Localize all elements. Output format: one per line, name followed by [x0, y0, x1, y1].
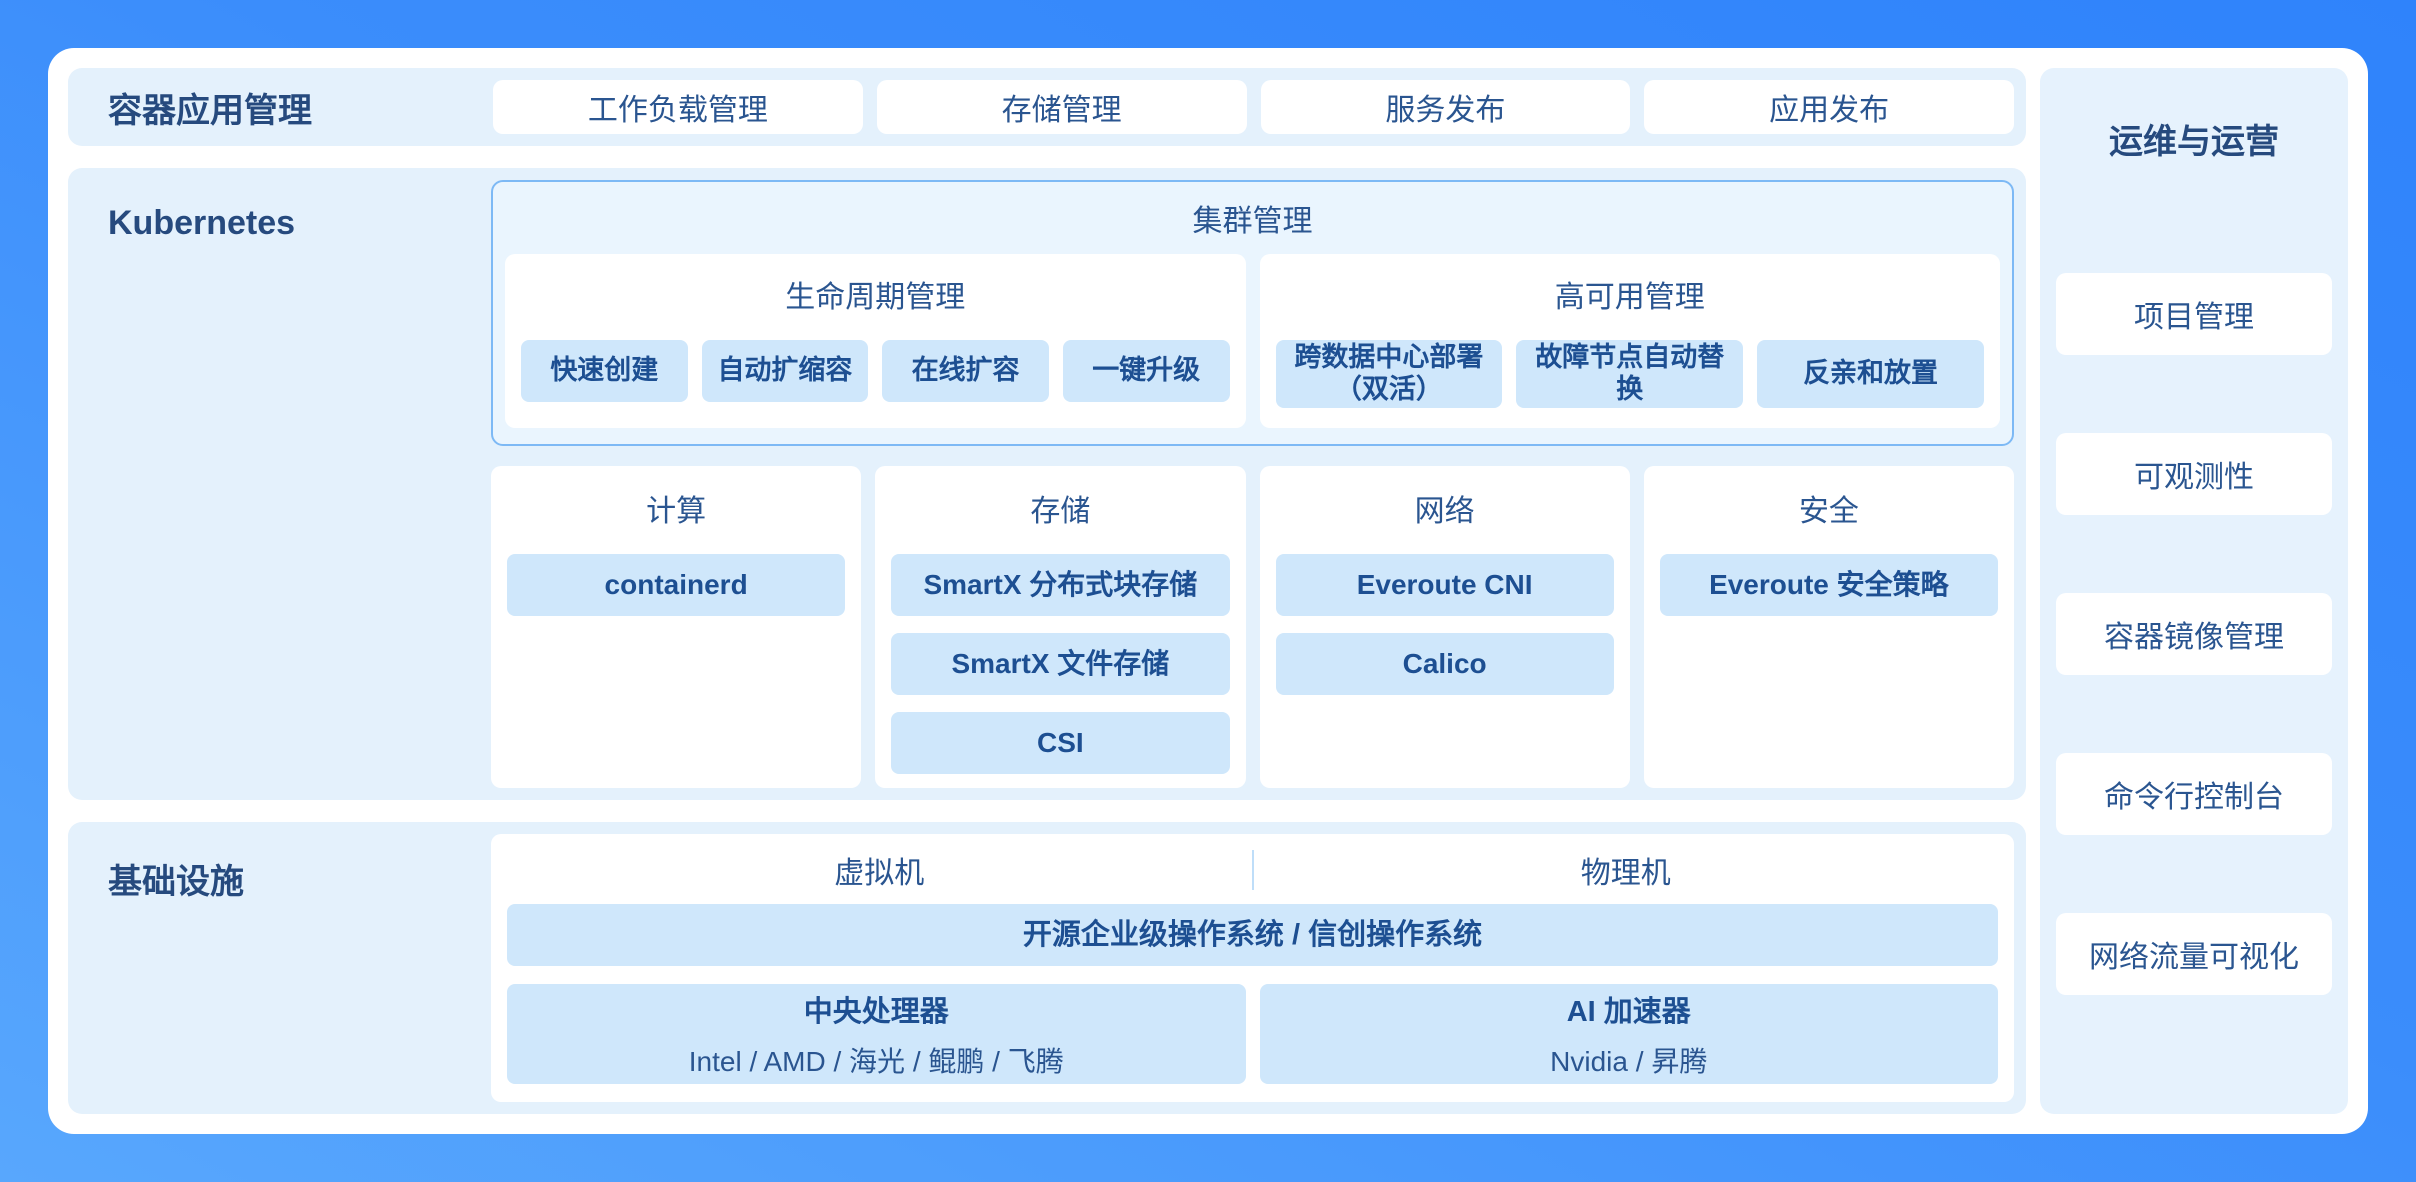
workload-management-box: 工作负载管理	[493, 80, 863, 135]
vm-label: 虚拟机	[834, 857, 925, 890]
chip-everoute-cni: Everoute CNI	[1275, 554, 1614, 616]
lifecycle-chip-row: 快速创建 自动扩缩容 在线扩容 一键升级	[521, 340, 1230, 403]
service-publish-box: 服务发布	[1260, 80, 1631, 135]
operations-title: 运维与运营	[2109, 123, 2279, 161]
cpu-chip: 中央处理器 Intel / AMD / 海光 / 鲲鹏 / 飞腾	[507, 984, 1246, 1084]
app-publish-box: 应用发布	[1644, 80, 2014, 135]
container-app-management-title-cell: 容器应用管理	[80, 80, 479, 134]
os-bar: 开源企业级操作系统 / 信创操作系统	[507, 904, 1998, 966]
security-title: 安全	[1798, 495, 1859, 528]
chip-online-expand: 在线扩容	[882, 340, 1049, 403]
ha-management-box: 高可用管理 跨数据中心部署 （双活） 故障节点自动替换 反亲和放置	[1259, 254, 2000, 428]
ha-management-title: 高可用管理	[1554, 281, 1705, 315]
ai-accelerator-title: AI 加速器	[1566, 996, 1691, 1028]
kubernetes-panel: Kubernetes 集群管理 生命周期管理 快速创建 自动扩缩容 在线扩容	[68, 168, 2026, 800]
ops-item-container-image-management: 容器镜像管理	[2056, 593, 2332, 675]
storage-management-box: 存储管理	[876, 80, 1247, 135]
physical-machine-label: 物理机	[1580, 857, 1671, 890]
network-title: 网络	[1414, 495, 1475, 528]
ops-item-network-traffic-visualization: 网络流量可视化	[2056, 913, 2332, 995]
container-app-management-title: 容器应用管理	[108, 91, 312, 130]
main-column: 容器应用管理 工作负载管理 存储管理 服务发布 应用发布 Kubernetes …	[68, 68, 2026, 1114]
diagram-card: 容器应用管理 工作负载管理 存储管理 服务发布 应用发布 Kubernetes …	[48, 48, 2368, 1134]
cluster-management-box: 集群管理 生命周期管理 快速创建 自动扩缩容 在线扩容 一键升级	[491, 180, 2014, 446]
cluster-management-title: 集群管理	[1192, 205, 1313, 239]
storage-column: 存储 SmartX 分布式块存储 SmartX 文件存储 CSI	[875, 466, 1246, 788]
kubernetes-content: 集群管理 生命周期管理 快速创建 自动扩缩容 在线扩容 一键升级	[491, 180, 2014, 788]
ops-item-observability: 可观测性	[2056, 433, 2332, 515]
ops-item-cli-console: 命令行控制台	[2056, 753, 2332, 835]
chip-calico: Calico	[1275, 633, 1614, 695]
ai-accelerator-vendors: Nvidia / 昇腾	[1550, 1046, 1708, 1077]
lifecycle-management-title: 生命周期管理	[785, 281, 966, 315]
chip-one-click-upgrade: 一键升级	[1062, 340, 1230, 403]
chip-auto-scale: 自动扩缩容	[701, 340, 869, 403]
machine-divider	[1251, 850, 1254, 890]
ha-chip-row: 跨数据中心部署 （双活） 故障节点自动替换 反亲和放置	[1275, 340, 1985, 408]
chip-quick-create: 快速创建	[521, 340, 688, 403]
ai-accelerator-chip: AI 加速器 Nvidia / 昇腾	[1259, 984, 1998, 1084]
compute-title: 计算	[646, 495, 707, 528]
security-column: 安全 Everoute 安全策略	[1643, 466, 2014, 788]
cluster-groups: 生命周期管理 快速创建 自动扩缩容 在线扩容 一键升级 高可用管理	[505, 254, 2000, 428]
cpu-vendors: Intel / AMD / 海光 / 鲲鹏 / 飞腾	[688, 1046, 1064, 1077]
compute-column: 计算 containerd	[491, 466, 862, 788]
operations-panel: 运维与运营 项目管理 可观测性 容器镜像管理 命令行控制台 网络流量可视化	[2040, 68, 2348, 1114]
infrastructure-box: 虚拟机 物理机 开源企业级操作系统 / 信创操作系统 中央处理器 Intel /…	[491, 834, 2014, 1102]
cpu-title: 中央处理器	[803, 996, 949, 1028]
operations-items: 项目管理 可观测性 容器镜像管理 命令行控制台 网络流量可视化	[2040, 273, 2348, 995]
network-column: 网络 Everoute CNI Calico	[1259, 466, 1630, 788]
kubernetes-title: Kubernetes	[108, 204, 296, 243]
security-chips: Everoute 安全策略	[1659, 554, 1998, 616]
container-app-management-panel: 容器应用管理 工作负载管理 存储管理 服务发布 应用发布	[68, 68, 2026, 147]
chip-smartx-file-storage: SmartX 文件存储	[891, 633, 1230, 695]
network-chips: Everoute CNI Calico	[1275, 554, 1614, 695]
storage-chips: SmartX 分布式块存储 SmartX 文件存储 CSI	[891, 554, 1230, 774]
ops-item-project-management: 项目管理	[2056, 273, 2332, 355]
chip-fault-node-replace: 故障节点自动替换	[1516, 340, 1744, 408]
chip-csi: CSI	[891, 712, 1230, 774]
lifecycle-management-box: 生命周期管理 快速创建 自动扩缩容 在线扩容 一键升级	[505, 254, 1246, 428]
chip-cross-dc-deploy: 跨数据中心部署 （双活）	[1275, 340, 1503, 408]
infrastructure-title: 基础设施	[108, 863, 244, 901]
kubernetes-columns: 计算 containerd 存储 SmartX 分布式块存储 SmartX 文件…	[491, 466, 2014, 788]
chip-everoute-security-policy: Everoute 安全策略	[1659, 554, 1998, 616]
hardware-row: 中央处理器 Intel / AMD / 海光 / 鲲鹏 / 飞腾 AI 加速器 …	[507, 984, 1998, 1084]
compute-chips: containerd	[507, 554, 846, 616]
storage-title: 存储	[1030, 495, 1091, 528]
chip-containerd: containerd	[507, 554, 846, 616]
machine-type-header: 虚拟机 物理机	[507, 844, 1998, 896]
chip-smartx-block-storage: SmartX 分布式块存储	[891, 554, 1230, 616]
chip-anti-affinity: 反亲和放置	[1757, 340, 1984, 408]
infrastructure-panel: 基础设施 虚拟机 物理机 开源企业级操作系统 / 信创操作系统 中央处理器 In…	[68, 822, 2026, 1114]
